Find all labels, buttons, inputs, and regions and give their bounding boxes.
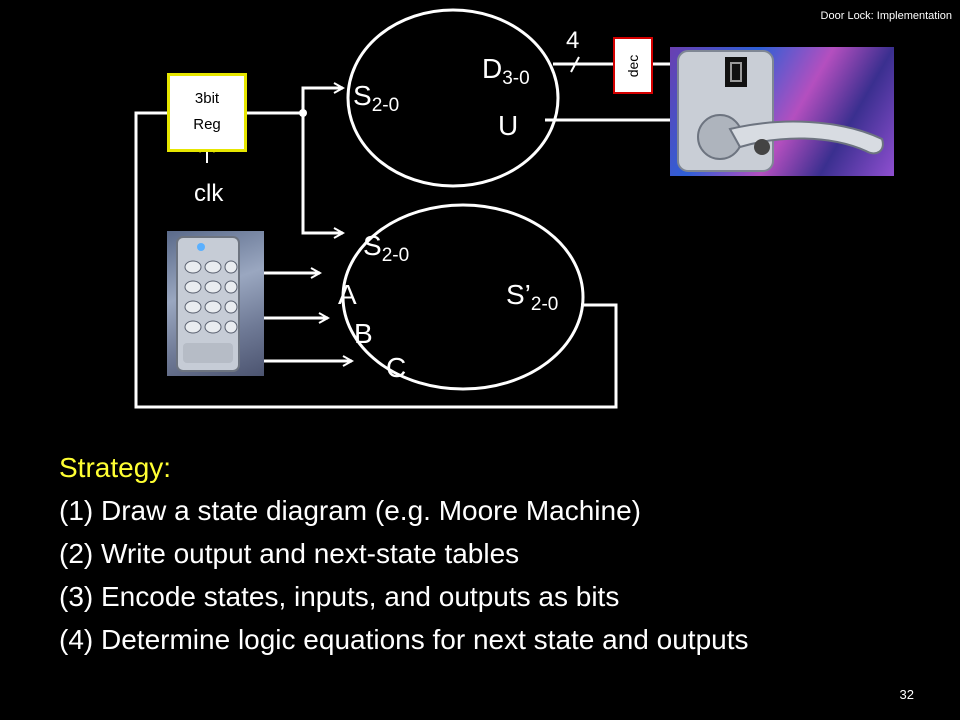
unlock-output-label: U (498, 110, 519, 141)
input-a-label: A (338, 279, 357, 310)
output-logic-bubble (346, 8, 560, 188)
decoder-label: dec (625, 54, 641, 77)
state-wire-bottom (301, 113, 343, 233)
bus-slash (570, 56, 580, 73)
input-c-label: C (386, 352, 407, 383)
decoder-box: dec (613, 37, 653, 94)
keypad-photo (167, 231, 264, 376)
keypad-icon (176, 236, 240, 372)
display-output-label: D3-0 (482, 53, 530, 89)
register-label-line1: 3bit (194, 90, 220, 107)
clk-label: clk (194, 180, 224, 207)
input-b-label: B (354, 318, 373, 349)
strategy-step-4: (4) Determine logic equations for next s… (59, 624, 749, 655)
output-logic-state-label: S2-0 (353, 80, 400, 116)
next-state-logic-state-label: S2-0 (363, 230, 410, 266)
three-bit-register: 3bit Reg (167, 73, 247, 152)
register-label-line2: Reg (193, 116, 221, 133)
door-lock-photo (670, 47, 894, 176)
strategy-step-1: (1) Draw a state diagram (e.g. Moore Mac… (59, 495, 641, 526)
strategy-step-2: (2) Write output and next-state tables (59, 538, 520, 569)
next-state-output-label: S’2-0 (506, 279, 559, 315)
state-wire-top (301, 88, 343, 113)
door-lock-icon (677, 50, 884, 172)
next-state-logic-bubble (341, 203, 585, 391)
page-number: 32 (899, 687, 914, 702)
strategy-section: Strategy: (1) Draw a state diagram (e.g.… (59, 446, 939, 661)
feedback-wire (134, 111, 618, 409)
slide-header: Door Lock: Implementation (820, 10, 952, 22)
bus-width-label: 4 (566, 27, 580, 54)
strategy-step-3: (3) Encode states, inputs, and outputs a… (59, 581, 620, 612)
strategy-title: Strategy: (59, 452, 172, 483)
